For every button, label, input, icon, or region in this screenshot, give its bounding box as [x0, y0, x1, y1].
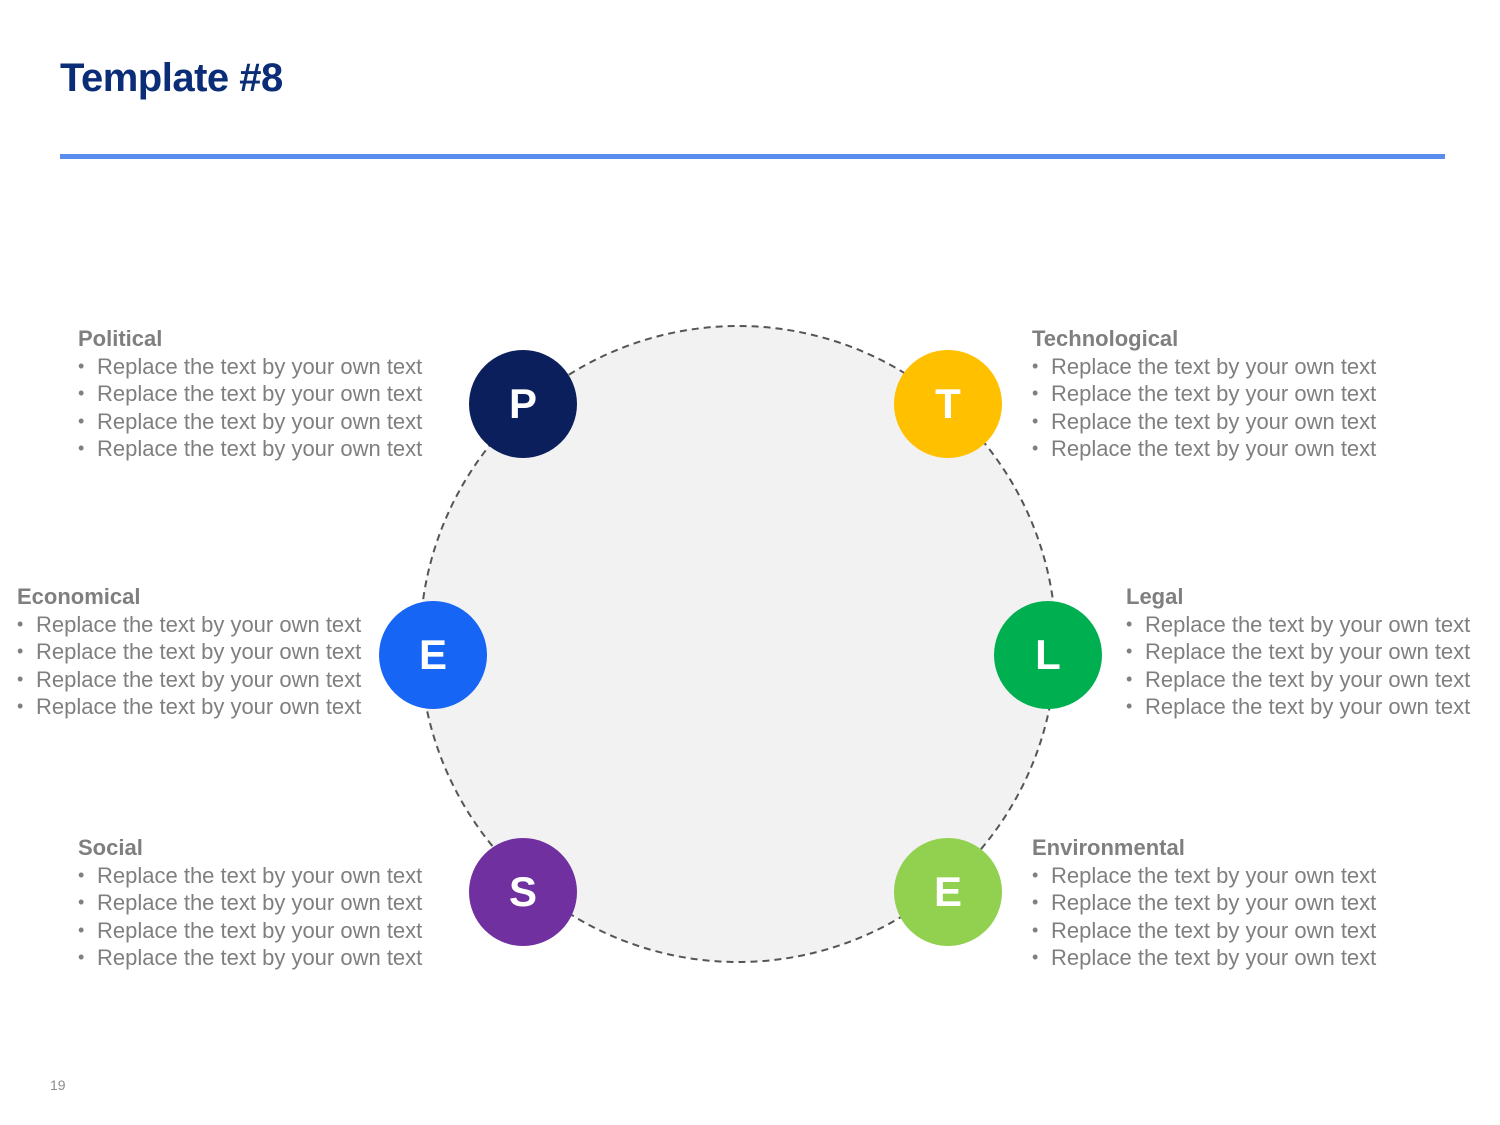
bullet-item: Replace the text by your own text [1032, 380, 1376, 408]
badge-letter: E [418, 631, 447, 678]
factor-heading: Economical [17, 584, 141, 609]
bullet-item: Replace the text by your own text [17, 693, 361, 721]
title-divider [60, 154, 1445, 159]
factor-block-economical: Economical Replace the text by your own … [17, 583, 361, 721]
factor-heading: Technological [1032, 326, 1179, 351]
badge-economical: E [379, 601, 487, 709]
factor-heading: Political [78, 326, 163, 351]
bullet-item: Replace the text by your own text [1032, 917, 1376, 945]
badge-environmental: E [894, 838, 1002, 946]
badge-technological: T [894, 350, 1002, 458]
factor-heading: Legal [1126, 584, 1184, 609]
page-number: 19 [50, 1077, 66, 1093]
bullet-item: Replace the text by your own text [1032, 862, 1376, 890]
badge-letter: E [933, 868, 962, 915]
badge-legal: L [994, 601, 1102, 709]
bullet-list: Replace the text by your own text Replac… [1126, 611, 1470, 721]
bullet-item: Replace the text by your own text [78, 917, 422, 945]
bullet-item: Replace the text by your own text [1032, 944, 1376, 972]
bullet-item: Replace the text by your own text [1126, 611, 1470, 639]
factor-heading: Social [78, 835, 143, 860]
bullet-item: Replace the text by your own text [1032, 435, 1376, 463]
bullet-list: Replace the text by your own text Replac… [1032, 353, 1376, 463]
bullet-item: Replace the text by your own text [78, 944, 422, 972]
factor-block-social: Social Replace the text by your own text… [78, 834, 422, 972]
badge-letter: S [508, 868, 537, 915]
bullet-list: Replace the text by your own text Replac… [1032, 862, 1376, 972]
factor-block-environmental: Environmental Replace the text by your o… [1032, 834, 1376, 972]
factor-block-political: Political Replace the text by your own t… [78, 325, 422, 463]
bullet-list: Replace the text by your own text Replac… [78, 353, 422, 463]
factor-block-technological: Technological Replace the text by your o… [1032, 325, 1376, 463]
bullet-item: Replace the text by your own text [17, 666, 361, 694]
badge-political: P [469, 350, 577, 458]
bullet-item: Replace the text by your own text [78, 408, 422, 436]
bullet-item: Replace the text by your own text [1032, 353, 1376, 381]
factor-heading: Environmental [1032, 835, 1185, 860]
bullet-item: Replace the text by your own text [1126, 666, 1470, 694]
bullet-list: Replace the text by your own text Replac… [78, 862, 422, 972]
badge-social: S [469, 838, 577, 946]
page-title: Template #8 [60, 56, 283, 100]
bullet-item: Replace the text by your own text [1126, 638, 1470, 666]
bullet-item: Replace the text by your own text [78, 862, 422, 890]
factor-block-legal: Legal Replace the text by your own text … [1126, 583, 1470, 721]
bullet-item: Replace the text by your own text [78, 889, 422, 917]
bullet-item: Replace the text by your own text [1126, 693, 1470, 721]
bullet-item: Replace the text by your own text [78, 353, 422, 381]
bullet-item: Replace the text by your own text [78, 435, 422, 463]
bullet-list: Replace the text by your own text Replac… [17, 611, 361, 721]
bullet-item: Replace the text by your own text [1032, 408, 1376, 436]
badge-letter: P [508, 380, 537, 427]
badge-letter: T [935, 380, 961, 427]
bullet-item: Replace the text by your own text [1032, 889, 1376, 917]
bullet-item: Replace the text by your own text [17, 611, 361, 639]
badge-letter: L [1035, 631, 1061, 678]
bullet-item: Replace the text by your own text [78, 380, 422, 408]
bullet-item: Replace the text by your own text [17, 638, 361, 666]
